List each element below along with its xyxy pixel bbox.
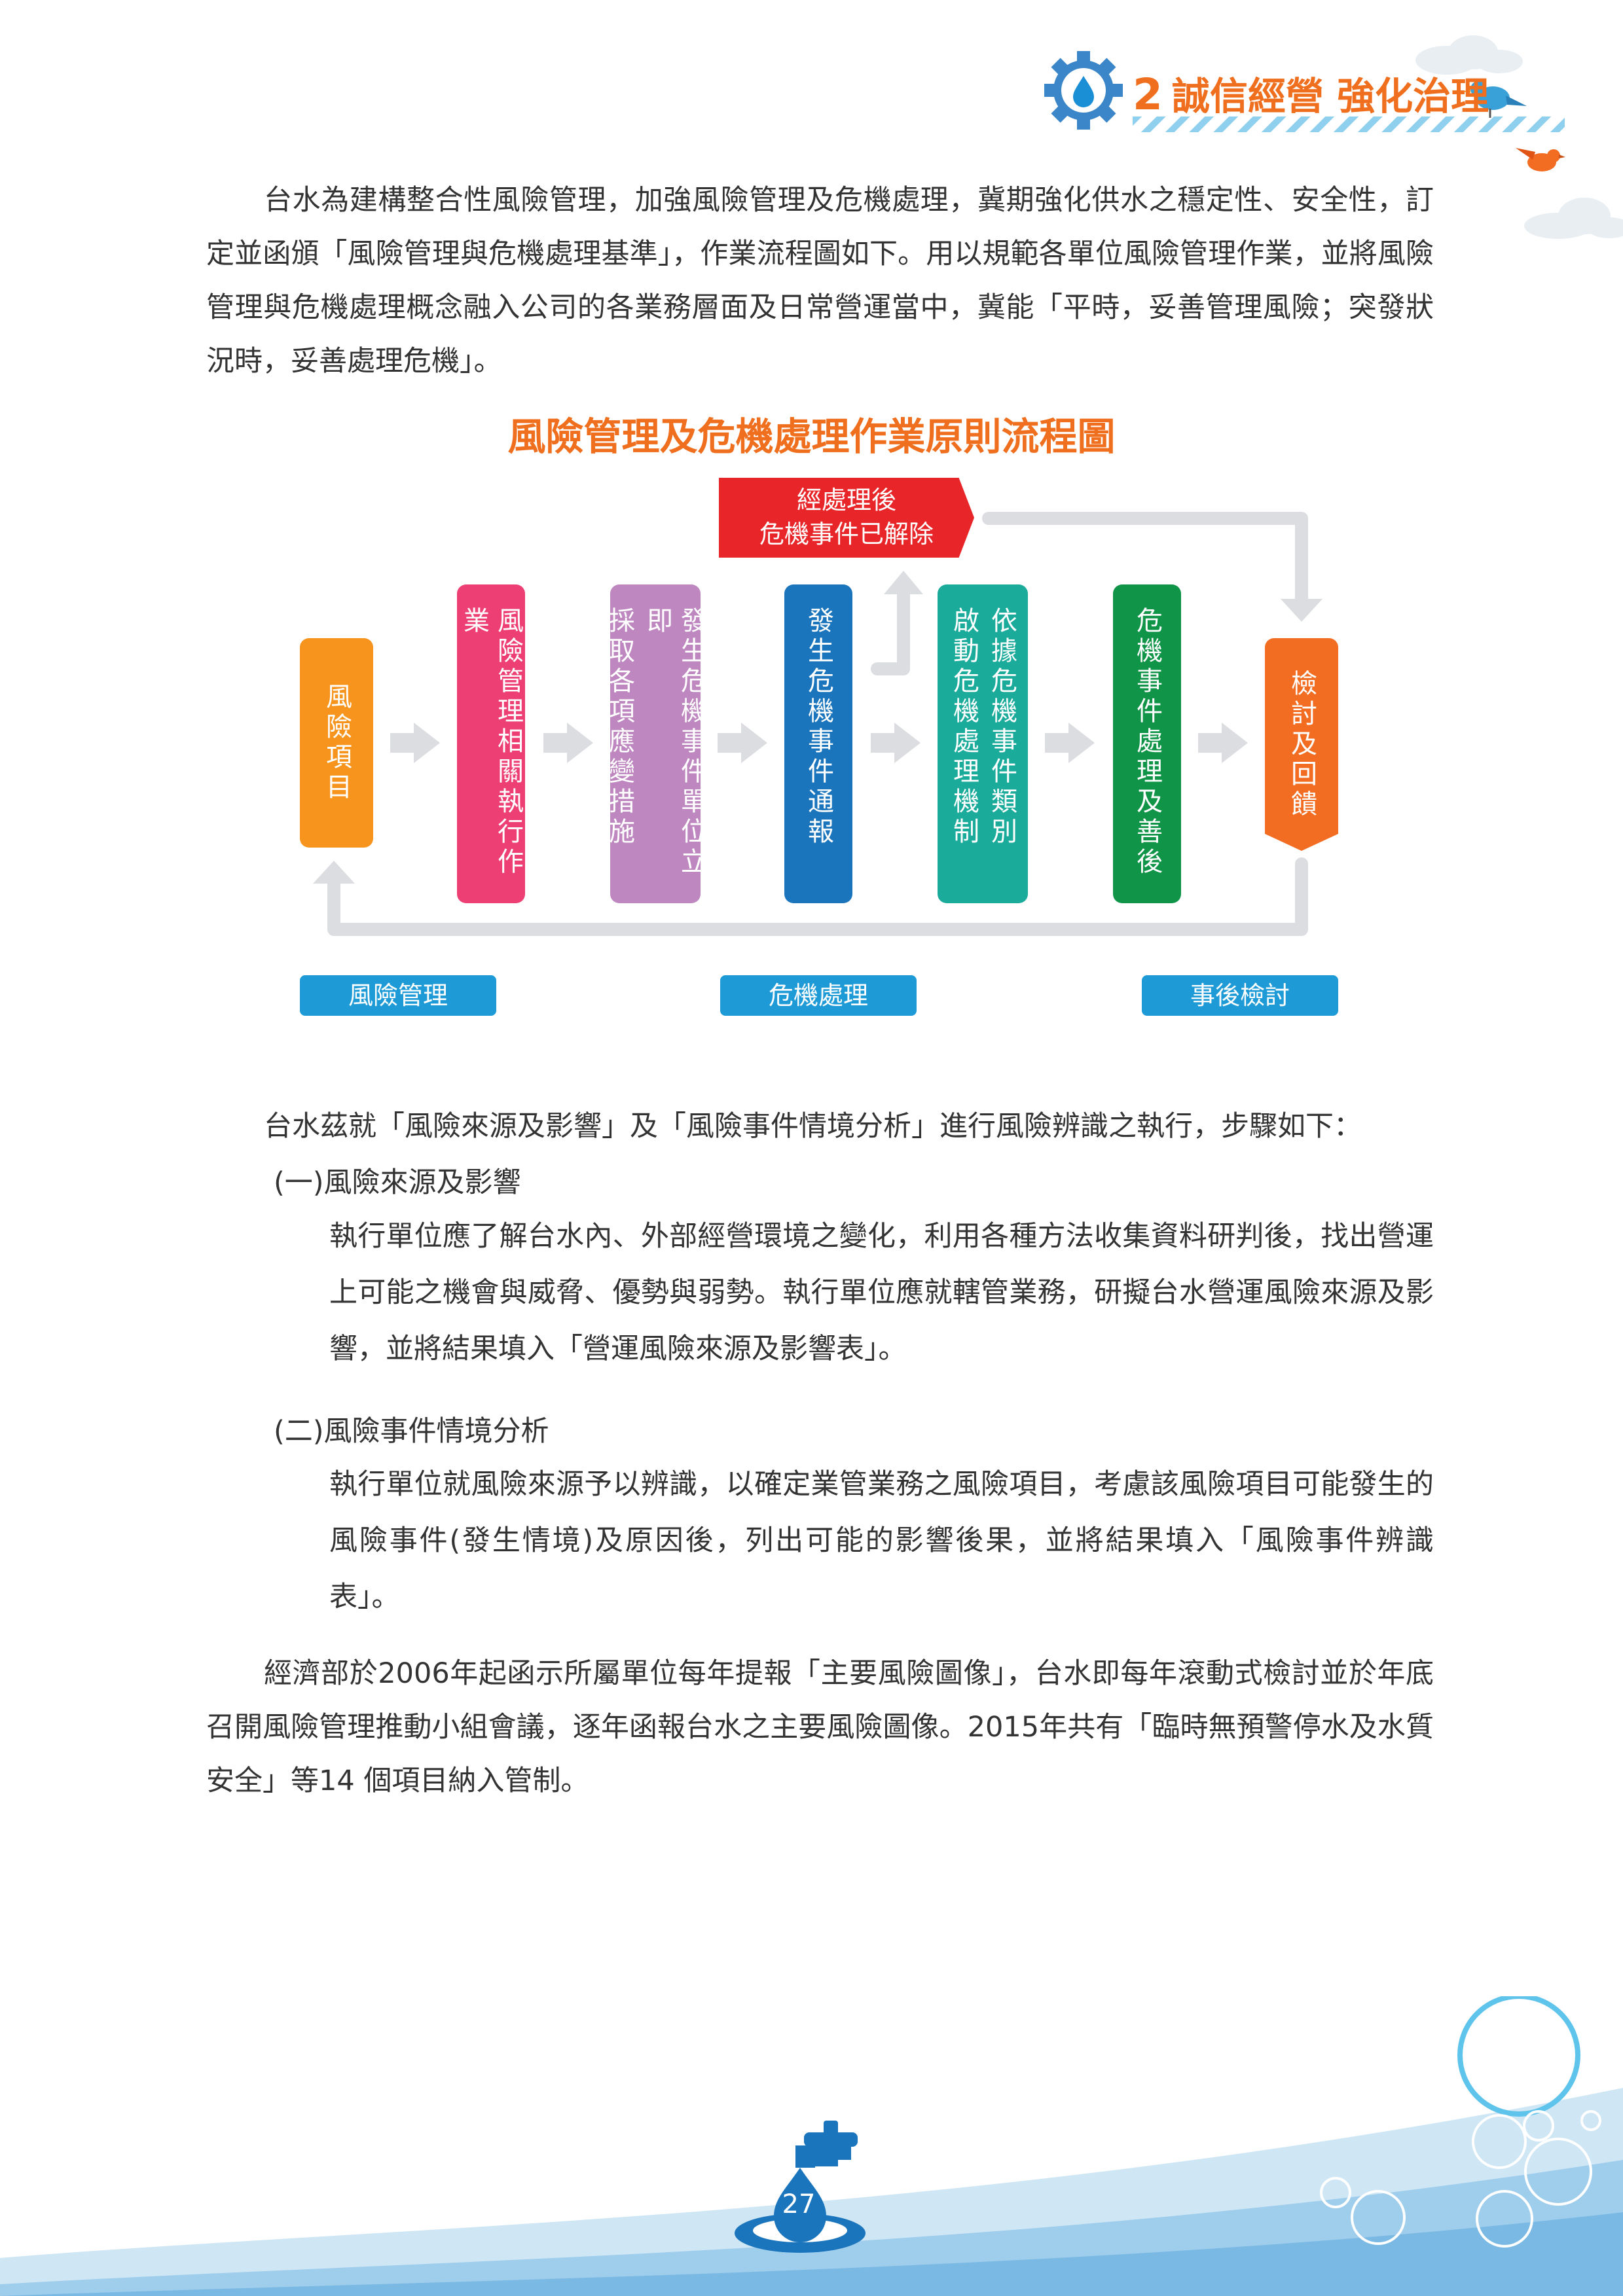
phase-label-risk-management: 風險管理 bbox=[300, 975, 496, 1016]
flow-step-crisis-notification: 發生危機事件通報 bbox=[784, 584, 852, 903]
flow-step-review-feedback: 檢討及回饋 bbox=[1265, 638, 1338, 851]
water-drop-icon bbox=[774, 2168, 826, 2242]
section-title-text: 誠信經營 強化治理 bbox=[1171, 74, 1489, 118]
phase-label-post-review: 事後檢討 bbox=[1142, 975, 1338, 1016]
arrow-right-icon bbox=[543, 723, 593, 763]
arrow-right-icon bbox=[1198, 723, 1248, 763]
arrow-right-icon bbox=[718, 723, 767, 763]
header-decoration bbox=[1044, 35, 1623, 239]
arrow-right-icon bbox=[390, 723, 440, 763]
flow-step-immediate-response: 發生危機事件單位立即 採取各項應變措施 bbox=[604, 584, 706, 903]
arrow-up-icon bbox=[884, 571, 923, 594]
flowchart-title: 風險管理及危機處理作業原則流程圖 bbox=[507, 414, 1116, 459]
footer-wave bbox=[0, 1996, 1623, 2296]
closing-paragraph: 經濟部於2006年起函示所屬單位每年提報「主要風險圖像」，台水即每年滾動式檢討並… bbox=[206, 1657, 1434, 1797]
page-number: 27 bbox=[782, 2189, 816, 2219]
cloud-icon bbox=[1415, 35, 1523, 75]
faucet-icon bbox=[795, 2121, 858, 2168]
bird-icon bbox=[1516, 148, 1565, 171]
cloud-icon bbox=[1524, 198, 1623, 239]
section-number: 2 bbox=[1133, 69, 1163, 120]
crisis-resolved-banner: 經處理後 危機事件已解除 bbox=[719, 478, 974, 558]
arrow-up-icon bbox=[313, 861, 355, 884]
section2-intro: 台水茲就「風險來源及影響」及「風險事件情境分析」進行風險辨識之執行，步驟如下： bbox=[264, 1110, 1362, 1143]
arrow-right-icon bbox=[1045, 723, 1095, 763]
resolved-line-1: 經處理後 bbox=[796, 486, 896, 514]
sub2-heading: (二)風險事件情境分析 bbox=[274, 1415, 549, 1448]
intro-paragraph: 台水為建構整合性風險管理，加強風險管理及危機處理，冀期強化供水之穩定性、安全性，… bbox=[206, 184, 1434, 378]
arrow-right-icon bbox=[871, 723, 921, 763]
phase-label-crisis-handling: 危機處理 bbox=[720, 975, 917, 1016]
flowchart-connectors bbox=[313, 512, 1322, 936]
header-stripe bbox=[1133, 117, 1565, 132]
sub1-heading: (一)風險來源及影響 bbox=[274, 1166, 521, 1199]
arrow-down-icon bbox=[1281, 599, 1322, 622]
flow-step-risk-management-tasks: 風險管理相關執行作業 bbox=[457, 584, 525, 903]
resolved-line-2: 危機事件已解除 bbox=[759, 520, 934, 548]
flow-step-activate-mechanism: 依據危機事件類別 啟動危機處理機制 bbox=[938, 584, 1028, 903]
flow-step-crisis-handling: 危機事件處理及善後 bbox=[1113, 584, 1181, 903]
sub1-body: 執行單位應了解台水內、外部經營環境之變化，利用各種方法收集資料研判後，找出營運上… bbox=[329, 1220, 1434, 1365]
bird-icon bbox=[1463, 81, 1527, 118]
gear-water-drop-icon bbox=[1044, 51, 1123, 130]
flow-step-risk-items: 風險項目 bbox=[300, 638, 373, 848]
sub2-body: 執行單位就風險來源予以辨識，以確定業管業務之風險項目，考慮該風險項目可能發生的風… bbox=[329, 1468, 1434, 1613]
